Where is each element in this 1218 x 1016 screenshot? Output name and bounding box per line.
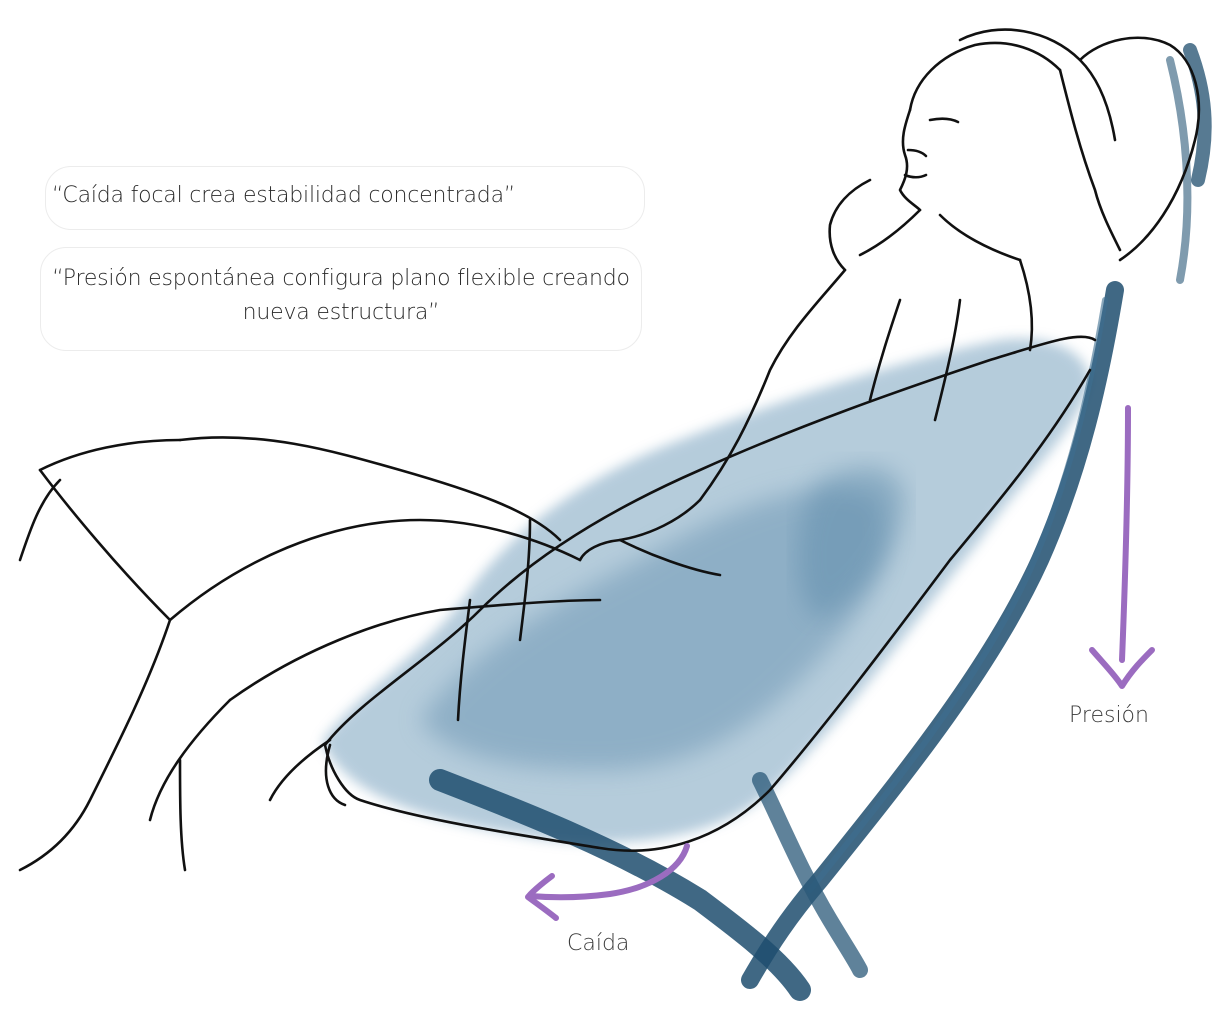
- quote-text-stability: “Caída focal crea estabilidad concentrad…: [52, 183, 515, 208]
- seat-fabric-wash: [322, 339, 1090, 843]
- pressure-label: Presión: [1069, 703, 1149, 728]
- quote-box-pressure: “Presión espontánea configura plano flex…: [40, 247, 642, 351]
- quote-box-stability: “Caída focal crea estabilidad concentrad…: [45, 166, 645, 230]
- quote-text-pressure: “Presión espontánea configura plano flex…: [52, 266, 629, 325]
- pressure-arrow: [1092, 408, 1152, 686]
- fall-label: Caída: [567, 931, 629, 956]
